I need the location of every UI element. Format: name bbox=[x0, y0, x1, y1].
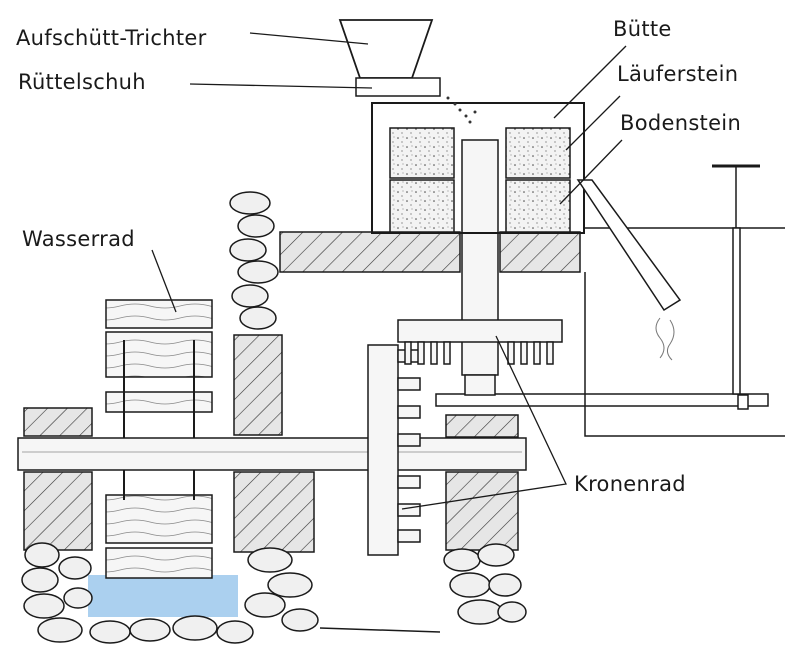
label-crown-wheel: Kronenrad bbox=[574, 472, 686, 496]
flour-chute bbox=[576, 179, 682, 312]
runner-stone-left bbox=[389, 127, 455, 179]
hopper bbox=[338, 19, 434, 79]
crown-wheel bbox=[397, 319, 563, 396]
flour-output bbox=[655, 317, 675, 361]
water-wheel bbox=[105, 299, 213, 579]
label-bed-stone: Bodenstein bbox=[620, 111, 742, 135]
label-shaking-shoe: Rüttelschuh bbox=[18, 70, 146, 94]
masonry-left bbox=[21, 407, 254, 644]
floor-beam bbox=[279, 231, 461, 273]
shaking-shoe bbox=[355, 77, 441, 97]
runner-stone-right bbox=[505, 127, 571, 179]
floor-beam-right bbox=[499, 231, 581, 273]
label-water-wheel: Wasserrad bbox=[22, 227, 135, 251]
grain-flow bbox=[446, 96, 477, 124]
masonry-column bbox=[229, 191, 319, 632]
vertical-gear bbox=[367, 344, 421, 556]
axle bbox=[17, 437, 527, 471]
masonry-right bbox=[443, 414, 527, 625]
water bbox=[88, 575, 238, 617]
bed-stone-left bbox=[389, 179, 455, 233]
label-hopper: Aufschütt-Trichter bbox=[16, 26, 207, 50]
tub bbox=[371, 102, 585, 234]
label-tub: Bütte bbox=[613, 17, 672, 41]
adjustment-post bbox=[712, 164, 760, 410]
platform bbox=[435, 393, 769, 407]
bed-stone-right bbox=[505, 179, 571, 233]
label-runner-stone: Läuferstein bbox=[617, 62, 739, 86]
leader-lines bbox=[151, 32, 627, 510]
